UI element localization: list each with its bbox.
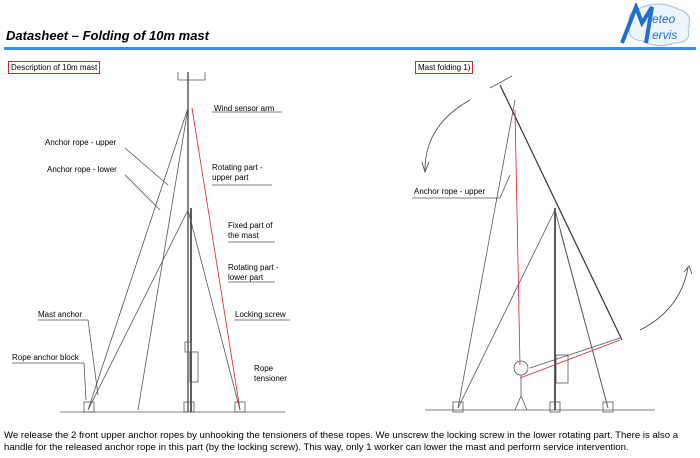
page-title: Datasheet – Folding of 10m mast [6, 28, 209, 43]
description-text: We release the 2 front upper anchor rope… [4, 430, 679, 453]
label-wind-sensor-arm: Wind sensor arm [214, 104, 275, 113]
mast-diagram [12, 72, 693, 413]
meteoservis-logo: eteo ervis [620, 3, 691, 47]
label-mast-anchor: Mast anchor [38, 310, 83, 319]
caption-mast-folding: Mast folding 1) [415, 61, 474, 74]
header-rule [4, 47, 696, 50]
label-rotating-upper: Rotating part - upper part [212, 163, 263, 182]
label-fixed-part: Fixed part of the mast [228, 221, 273, 240]
svg-text:ervis: ervis [652, 28, 677, 42]
label-rope-tensioner: Rope tensioner [254, 364, 287, 383]
label-rotating-lower: Rotating part - lower part [228, 263, 279, 282]
label-anchor-rope-lower: Anchor rope - lower [47, 165, 117, 174]
label-anchor-rope-upper: Anchor rope - upper [45, 138, 117, 147]
label-anchor-rope-upper-right: Anchor rope - upper [414, 187, 486, 196]
label-rope-anchor-block: Rope anchor block [12, 353, 79, 362]
label-locking-screw: Locking screw [235, 310, 286, 319]
caption-description: Description of 10m mast [8, 61, 101, 74]
svg-text:eteo: eteo [652, 12, 676, 26]
